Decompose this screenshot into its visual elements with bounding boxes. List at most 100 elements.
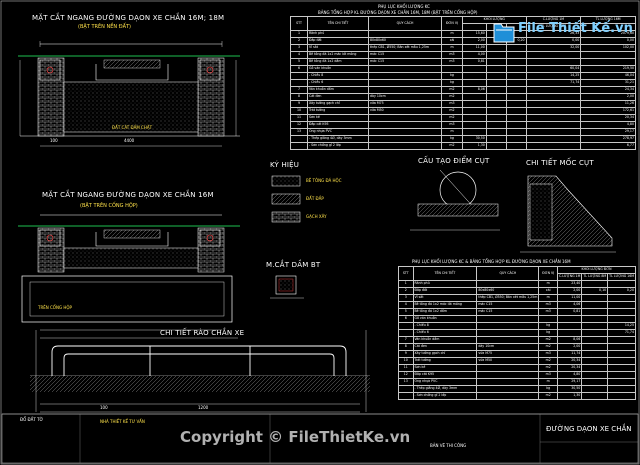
- table1-cell: [485, 65, 507, 73]
- table2-cell: [476, 315, 540, 323]
- table1-cell: Ván khuôn dầm: [307, 86, 369, 94]
- post-title: CHI TIẾT MỐC CỤT: [526, 159, 594, 167]
- table1-cell: [485, 51, 507, 59]
- table1-cell: vữa M50: [368, 107, 442, 115]
- table2-cell: 1: [398, 280, 414, 288]
- table1-cell: kg: [441, 79, 463, 87]
- table2-cell: m3: [538, 308, 559, 316]
- table1-cell: Trát tường: [307, 107, 369, 115]
- table1-cell: [525, 58, 582, 66]
- legend-title: KÝ HIỆU: [270, 161, 300, 169]
- table2-cell: [398, 392, 414, 400]
- table1-cell: m3: [441, 51, 463, 59]
- table1-cell: [462, 93, 487, 101]
- dim-label-4: 100: [100, 405, 108, 410]
- table2-cell: 9: [398, 350, 414, 358]
- table2-cell: m: [538, 378, 559, 386]
- table1-header-name: TÊN CHI TIẾT: [307, 16, 369, 31]
- table1-cell: m3: [441, 58, 463, 66]
- table1-cell: 71,74: [525, 79, 582, 87]
- table1-header-unit: ĐƠN VỊ: [441, 16, 463, 31]
- table1-cell: [462, 100, 487, 108]
- table1-cell: m2: [441, 93, 463, 101]
- copyright-watermark: Copyright © FileThietKe.vn: [180, 428, 411, 446]
- site-logo: [492, 18, 617, 46]
- beam-title: M.CẮT DẦM BT: [266, 261, 321, 269]
- table2-cell: [581, 322, 609, 330]
- table1-cell: [505, 128, 527, 136]
- table1-cell: 0,81: [462, 58, 487, 66]
- table1-cell: m3: [441, 100, 463, 108]
- table2-cell: - Chiều 6: [412, 329, 478, 337]
- table2-cell: [398, 329, 414, 337]
- table2-cell: kg: [538, 385, 559, 393]
- table1-cell: m2: [441, 142, 463, 150]
- table2-subheader-3: TL LƯỢNG 16M: [607, 273, 636, 281]
- legend-item-2: ĐẤT ĐẮP: [306, 196, 324, 201]
- table2-cell: 30,50: [557, 385, 583, 393]
- table1-cell: 278,97: [580, 135, 636, 143]
- table1-cell: m2: [441, 86, 463, 94]
- table1-cell: m: [441, 128, 463, 136]
- table2-cell: [398, 322, 414, 330]
- table1-cell: m2: [441, 107, 463, 115]
- table1-cell: [580, 58, 636, 66]
- table2-cell: 2: [398, 287, 414, 295]
- table2-cell: mác C15: [476, 301, 540, 309]
- table2-cell: kg: [538, 322, 559, 330]
- table2-cell: Ván khuôn dầm: [412, 336, 478, 344]
- table1-cell: 14,25: [525, 72, 582, 80]
- table1-cell: 4,80: [580, 121, 636, 129]
- table1-cell: 172,61: [580, 107, 636, 115]
- table1-cell: 6,77: [580, 142, 636, 150]
- table2-cell: 12: [398, 371, 414, 379]
- table2-cell: 0,81: [557, 308, 583, 316]
- table1-cell: thép CB1, Ø550; Bản xẻt mẫu 1,25m: [368, 44, 442, 52]
- table2-cell: Sơn kẻ: [412, 364, 478, 372]
- table2-cell: [607, 294, 636, 302]
- section1-drawing: [18, 41, 240, 147]
- table2-header-spec: QUY CÁCH: [476, 266, 540, 281]
- table2-cell: dày 10cm: [476, 343, 540, 351]
- table1-cell: 30,50: [462, 135, 487, 143]
- table1-cell: kg: [441, 72, 463, 80]
- table2-cell: 3: [398, 294, 414, 302]
- table2-cell: m2: [538, 357, 559, 365]
- table1-cell: 2,00: [462, 37, 487, 45]
- table1-cell: [462, 107, 487, 115]
- table2-header-qty: KHỐI LƯỢNG ĐƠN: [557, 266, 636, 274]
- table1-cell: [368, 79, 442, 87]
- table2-cell: [607, 357, 636, 365]
- table1-cell: [462, 79, 487, 87]
- table2-cell: 4,80: [557, 371, 583, 379]
- table1-cell: vữa M75: [368, 100, 442, 108]
- table1-cell: [485, 114, 507, 122]
- table2-cell: 4,06: [557, 301, 583, 309]
- table1-cell: 20,34: [580, 114, 636, 122]
- table1-cell: [505, 51, 527, 59]
- section1-fill-label: ĐẤT CÁT ĐẦM CHẶT: [112, 125, 153, 130]
- table1-cell: [290, 79, 308, 87]
- table1-cell: [525, 142, 582, 150]
- table2-subheader-1: C.LƯỢNG 1M: [557, 273, 583, 281]
- table2-cell: [538, 315, 559, 323]
- table2-cell: [581, 385, 609, 393]
- table2-cell: m2: [538, 364, 559, 372]
- table1-cell: [485, 107, 507, 115]
- table1-cell: 2: [290, 37, 308, 45]
- table1-cell: Vỉ sắt: [307, 44, 369, 52]
